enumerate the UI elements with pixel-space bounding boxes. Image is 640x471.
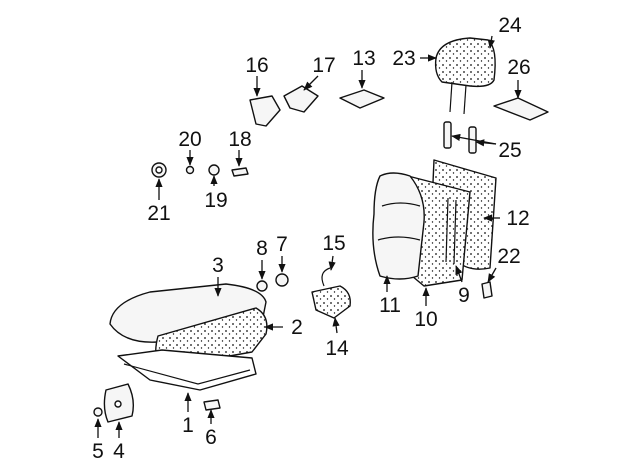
- callout-19: 19: [204, 189, 227, 212]
- callout-25: 25: [498, 139, 521, 162]
- headrest-part: [434, 37, 496, 115]
- callout-18: 18: [228, 128, 251, 151]
- bolt-part: [481, 281, 493, 299]
- seat-frame-part: [117, 349, 257, 391]
- callout-16: 16: [245, 54, 268, 77]
- nut-19-part: [208, 164, 220, 176]
- callout-15: 15: [322, 232, 345, 255]
- headrest-cover-part: [493, 97, 549, 121]
- callout-2: 2: [291, 316, 303, 339]
- callout-4: 4: [113, 440, 125, 463]
- bracket-17-part: [283, 85, 319, 113]
- callout-13: 13: [352, 47, 375, 70]
- leader-lines: [94, 35, 522, 438]
- callout-24: 24: [498, 14, 522, 37]
- callout-23: 23: [392, 47, 415, 70]
- callout-6: 6: [205, 426, 217, 449]
- callout-10: 10: [414, 308, 437, 331]
- cable-part: [321, 267, 331, 287]
- callout-22: 22: [497, 245, 520, 268]
- clip-20-part: [185, 165, 195, 175]
- nut-part: [275, 273, 289, 287]
- callout-3: 3: [212, 254, 224, 277]
- callout-20: 20: [178, 128, 201, 151]
- callout-26: 26: [507, 56, 530, 79]
- callout-11: 11: [379, 294, 401, 317]
- seat-back-cover-part: [372, 172, 425, 280]
- callout-5: 5: [92, 440, 104, 463]
- bracket-16-part: [249, 95, 281, 127]
- callout-14: 14: [325, 337, 349, 360]
- recliner-handle-part: [311, 285, 351, 319]
- callout-8: 8: [256, 237, 268, 260]
- screw-part: [203, 399, 221, 411]
- screw-18-part: [231, 167, 249, 177]
- washer-part: [256, 280, 268, 292]
- callout-1: 1: [182, 414, 194, 437]
- clip-part: [93, 407, 103, 417]
- callout-12: 12: [506, 207, 529, 230]
- bracket-13-part: [339, 89, 385, 109]
- callout-7: 7: [276, 233, 288, 256]
- callout-9: 9: [458, 284, 470, 307]
- callout-21: 21: [147, 202, 170, 225]
- callout-17: 17: [312, 54, 335, 77]
